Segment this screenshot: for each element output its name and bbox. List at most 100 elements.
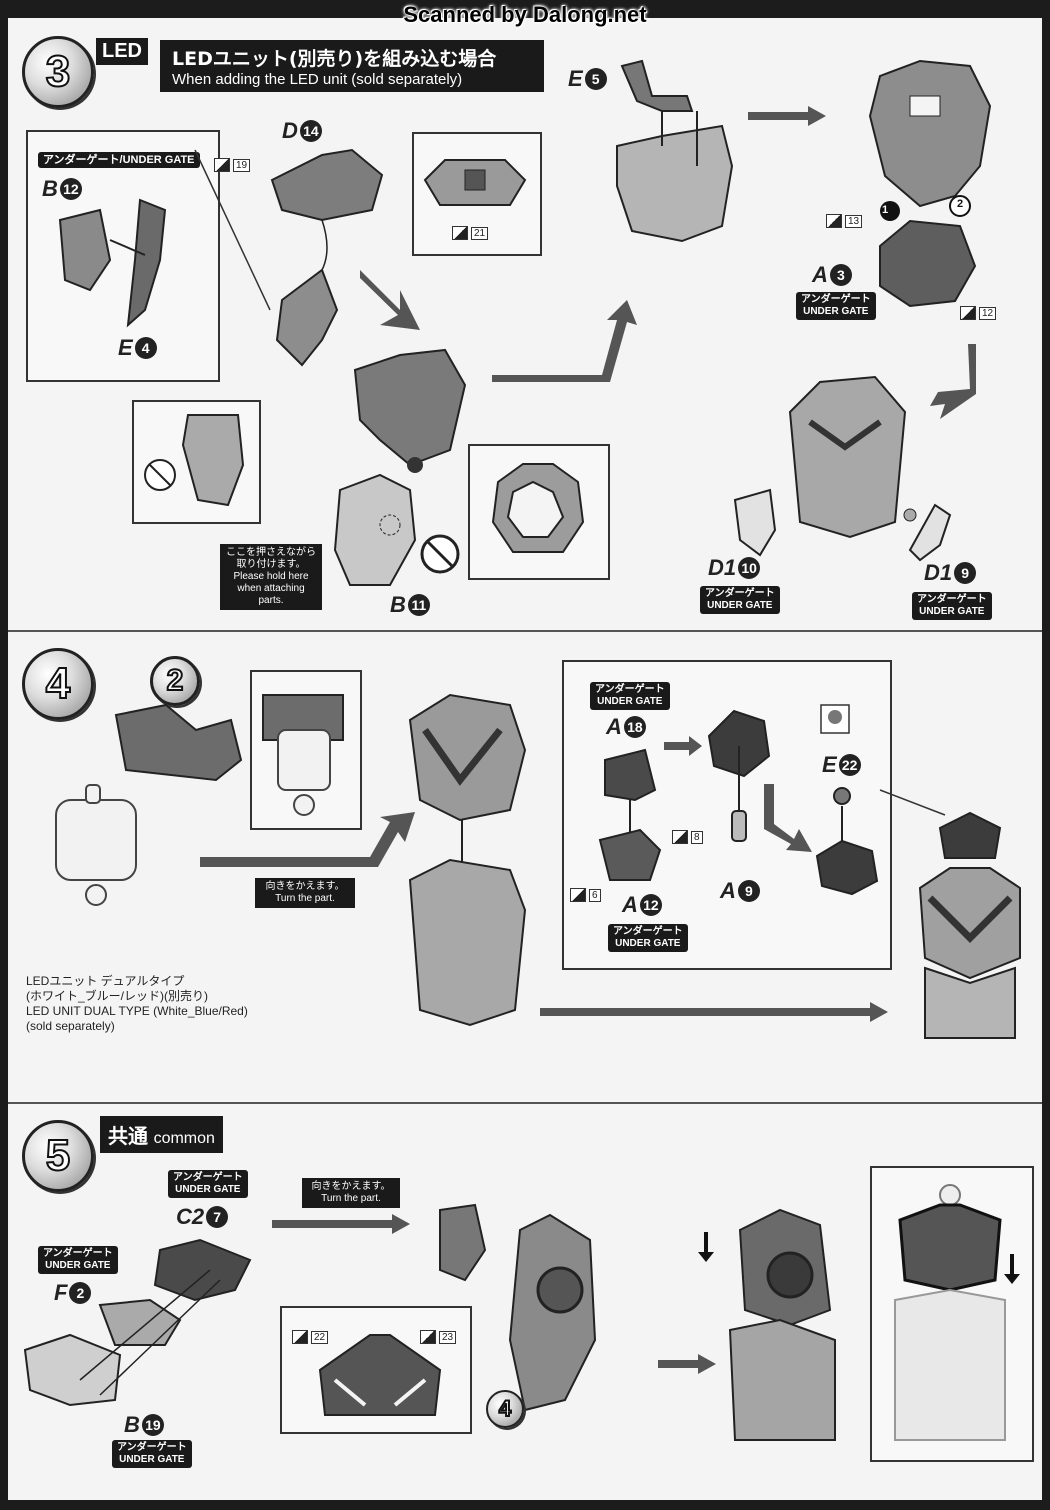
- led-unit-illustration: [55, 784, 137, 906]
- a18-a12-illustration: [598, 748, 662, 881]
- turn-part-note-step4: 向きをかえます。 Turn the part.: [255, 878, 355, 908]
- torso-with-head-illustration: [918, 811, 1021, 1039]
- head-shell-illustration: [868, 59, 992, 208]
- e22-head-illustration: [815, 787, 879, 896]
- step-3-title-en: When adding the LED unit (sold separatel…: [172, 71, 463, 88]
- nipper-icon: [672, 830, 688, 844]
- led-tag: LED: [96, 38, 148, 65]
- nipper-icon: [214, 158, 230, 172]
- back-assembly-illustration: [439, 1203, 597, 1412]
- nipper-21: 21: [452, 226, 489, 240]
- step-4-number: 4: [22, 648, 94, 720]
- nipper-icon: [826, 214, 842, 228]
- d19-part-illustration: [903, 503, 952, 562]
- led-detail-illustration: [262, 694, 344, 816]
- section-divider-2: [8, 1102, 1042, 1104]
- nipper-icon: [420, 1330, 436, 1344]
- nipper-icon: [570, 888, 586, 902]
- under-gate-label: アンダーゲート/UNDER GATE: [38, 152, 200, 168]
- chest-assembly-illustration: [408, 693, 527, 1027]
- common-tag: 共通 common: [100, 1116, 223, 1153]
- d14-assembly-illustration: [270, 148, 384, 367]
- no-touch-icon: [420, 534, 460, 574]
- no-touch-detail-illustration: [144, 414, 245, 507]
- b11-assembly-illustration: [353, 348, 467, 473]
- step-3-number: 3: [22, 36, 94, 108]
- e22-icon-box: [820, 704, 850, 734]
- arrow-right-top: [748, 106, 826, 126]
- led-unit-caption: LEDユニット デュアルタイプ (ホワイト_ブルー/レッド)(別売り) LED …: [26, 974, 248, 1033]
- arrow-right-step4-bottom: [540, 1002, 888, 1022]
- ref-step-4: 4: [486, 1390, 524, 1428]
- final-back-illustration: [894, 1184, 1006, 1441]
- nipper-8: 8: [672, 830, 703, 844]
- arrow-right-step5: [272, 1214, 410, 1234]
- b11-part-illustration: [333, 473, 417, 586]
- nipper-icon: [452, 226, 468, 240]
- e5-assembly-illustration: [616, 59, 734, 243]
- detail-top-illustration: [423, 159, 527, 206]
- arrow-right-inset: [664, 736, 702, 756]
- order-mark-1: 1: [882, 204, 889, 216]
- nipper-12: 12: [960, 306, 997, 320]
- back-detail-illustration: [318, 1334, 442, 1416]
- section-divider-1: [8, 630, 1042, 632]
- back-pushing-illustration: [728, 1208, 836, 1441]
- arrow-right-step5-final: [658, 1354, 716, 1374]
- nipper-icon: [292, 1330, 308, 1344]
- under-gate-inset: [26, 130, 220, 382]
- arrow-right-step4: [200, 812, 415, 867]
- step-5-number: 5: [22, 1120, 94, 1192]
- step-3-banner: LEDユニット(別売り)を組み込む場合 When adding the LED …: [160, 40, 544, 92]
- inset-callout-lines: [194, 149, 271, 311]
- turn-part-note-step5: 向きをかえます。 Turn the part.: [302, 1178, 400, 1208]
- head-assembled-illustration: [788, 375, 907, 539]
- inset-callout-pointer: [879, 789, 946, 816]
- nipper-23: 23: [420, 1330, 457, 1344]
- ring-detail-illustration: [491, 463, 585, 553]
- d110-part-illustration: [733, 488, 777, 557]
- arrow-up-right: [492, 300, 637, 382]
- push-arrow-left: [698, 1232, 714, 1262]
- nipper-22: 22: [292, 1330, 329, 1344]
- scanner-credit: Scanned by Dalong.net: [403, 2, 647, 27]
- nipper-icon: [960, 306, 976, 320]
- led-bracket-illustration: [114, 703, 243, 782]
- step-4-subnumber: 2: [150, 656, 200, 706]
- a3-part-illustration: [879, 195, 977, 308]
- order-mark-2: 2: [957, 198, 964, 210]
- nipper-6: 6: [570, 888, 601, 902]
- push-arrow-down: [1004, 1254, 1020, 1284]
- hold-here-note: ここを押さえながら取り付けます。 Please hold here when a…: [220, 544, 322, 610]
- arrow-down-right: [360, 270, 420, 330]
- under-gate-parts-illustration: [58, 198, 167, 328]
- arrow-down-right-inset: [764, 784, 812, 852]
- step-3-title-jp: LEDユニット(別売り)を組み込む場合: [172, 48, 497, 70]
- nipper-19: 19: [214, 158, 251, 172]
- back-parts-illustration: [23, 1238, 252, 1407]
- head-piece-illustration: [707, 709, 771, 842]
- arrow-down-left: [930, 344, 976, 419]
